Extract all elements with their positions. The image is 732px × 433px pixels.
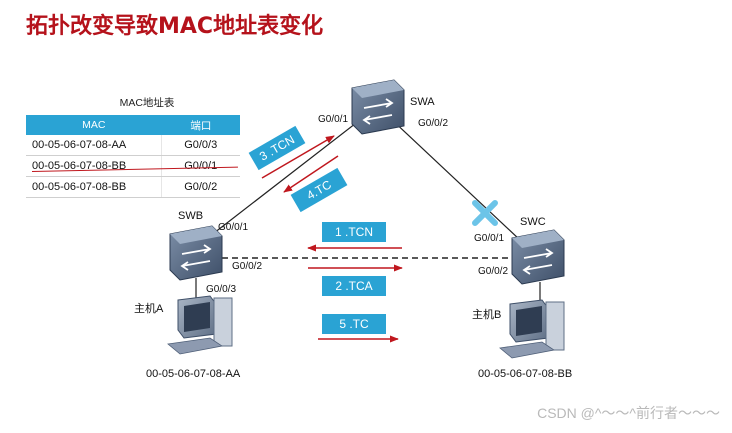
host-a-mac-address: 00-05-06-07-08-AA xyxy=(146,368,241,380)
message-tag-tc-5: 5 .TC xyxy=(322,314,386,334)
port-label-swb-g002: G0/0/2 xyxy=(232,261,263,272)
table-row: 00-05-06-07-08-BB G0/0/2 xyxy=(26,176,240,198)
port-label-swa-g002: G0/0/2 xyxy=(418,118,449,129)
mac-table: MAC 端口 00-05-06-07-08-AA G0/0/3 00-05-06… xyxy=(26,115,240,198)
blocked-port-x-icon xyxy=(472,200,498,226)
link-swa-swc xyxy=(389,117,521,241)
device-label-swb: SWB xyxy=(178,210,204,222)
port-label-swb-g001: G0/0/1 xyxy=(218,222,249,233)
mac-cell: 00-05-06-07-08-BB xyxy=(26,155,162,177)
table-row: 00-05-06-07-08-AA G0/0/3 xyxy=(26,135,240,156)
device-label-host-a: 主机A xyxy=(134,303,164,315)
arrow-tcn-3 xyxy=(261,135,335,179)
port-label-swb-g003: G0/0/3 xyxy=(206,284,237,295)
host-a-computer-icon xyxy=(167,295,233,355)
mac-column-header: MAC xyxy=(26,115,162,135)
device-label-host-b: 主机B xyxy=(472,309,502,321)
host-b-computer-icon xyxy=(499,299,565,359)
switch-swb-icon xyxy=(169,225,223,281)
port-cell: G0/0/1 xyxy=(161,155,240,177)
port-cell: G0/0/2 xyxy=(161,176,240,198)
port-label-swa-g001: G0/0/1 xyxy=(318,114,349,125)
page-title: 拓扑改变导致MAC地址表变化 xyxy=(26,14,324,39)
message-tag-tcn-1: 1 .TCN xyxy=(322,222,386,242)
switch-swc-icon xyxy=(511,229,565,285)
port-label-swc-g002: G0/0/2 xyxy=(478,266,509,277)
mac-cell: 00-05-06-07-08-AA xyxy=(26,135,162,156)
port-column-header: 端口 xyxy=(161,115,240,135)
mac-cell: 00-05-06-07-08-BB xyxy=(26,176,162,198)
message-tag-tca-2: 2 .TCA xyxy=(322,276,386,296)
arrow-tc-4 xyxy=(283,155,339,193)
device-label-swc: SWC xyxy=(520,216,546,228)
host-b-mac-address: 00-05-06-07-08-BB xyxy=(478,368,573,380)
watermark: CSDN @^～～^前行者～～～ xyxy=(537,405,720,421)
device-label-swa: SWA xyxy=(410,96,435,108)
port-label-swc-g001: G0/0/1 xyxy=(474,233,505,244)
table-row: 00-05-06-07-08-BB G0/0/1 xyxy=(26,155,240,177)
mac-table-caption: MAC地址表 xyxy=(119,97,175,109)
port-cell: G0/0/3 xyxy=(161,135,240,156)
switch-swa-icon xyxy=(351,79,405,135)
